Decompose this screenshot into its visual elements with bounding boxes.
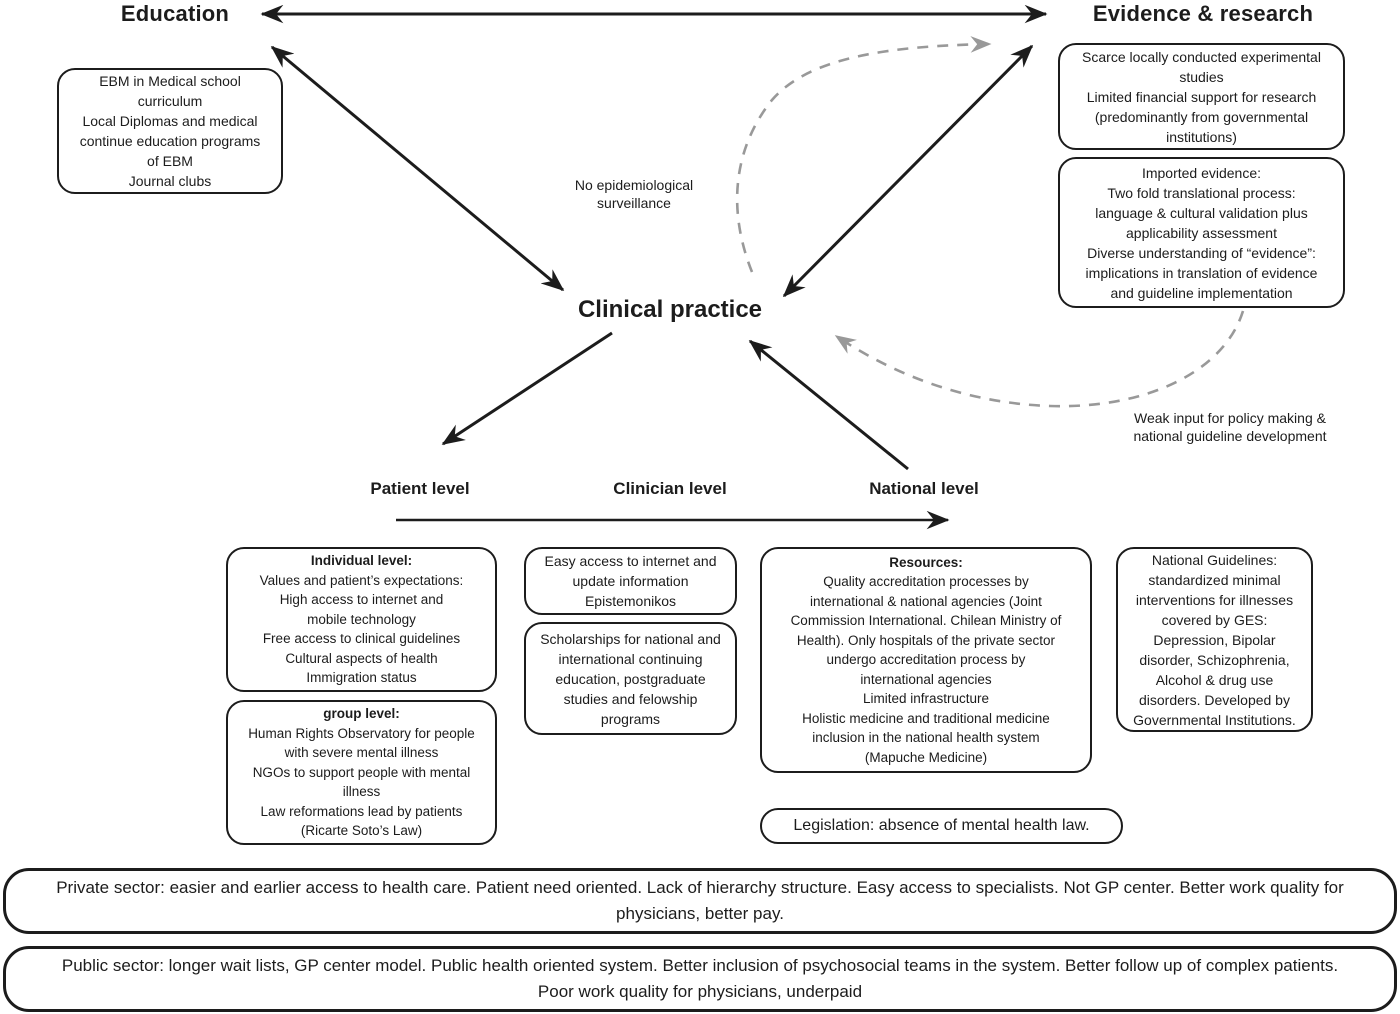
dashed-arrow-weak-input <box>834 310 1245 408</box>
arrow-education-clinical <box>270 45 565 292</box>
box-education-notes: EBM in Medical school curriculum Local D… <box>57 68 283 194</box>
box-scholarships-text: Scholarships for national and internatio… <box>540 630 721 727</box>
box-resources: Resources: Quality accreditation process… <box>760 547 1092 773</box>
box-education-notes-text: EBM in Medical school curriculum Local D… <box>79 73 261 189</box>
box-individual-level-title: Individual level: <box>310 553 413 569</box>
box-internet-access-text: Easy access to internet and update infor… <box>544 553 717 609</box>
node-evidence-research: Evidence & research <box>1092 1 1314 26</box>
box-scarce-evidence-text: Scarce locally conducted experimental st… <box>1082 48 1321 145</box>
node-education: Education <box>120 1 230 26</box>
label-no-epidemiological-surveillance: No epidemiological surveillance <box>574 177 694 211</box>
node-clinical-practice: Clinical practice <box>577 296 763 323</box>
box-scarce-evidence: Scarce locally conducted experimental st… <box>1058 43 1345 150</box>
box-imported-evidence: Imported evidence: Two fold translationa… <box>1058 157 1345 308</box>
box-scholarships: Scholarships for national and internatio… <box>524 622 737 735</box>
box-legislation: Legislation: absence of mental health la… <box>760 808 1123 844</box>
arrow-clinical-to-patient-level <box>441 331 613 446</box>
box-public-sector: Public sector: longer wait lists, GP cen… <box>3 946 1397 1012</box>
box-resources-text: Quality accreditation processes by inter… <box>790 574 1062 765</box>
box-national-guidelines: National Guidelines: standardized minima… <box>1116 547 1313 732</box>
dashed-arrow-no-surveillance <box>735 36 992 273</box>
box-legislation-text: Legislation: absence of mental health la… <box>793 817 1090 834</box>
box-national-guidelines-text: National Guidelines: standardized minima… <box>1133 551 1296 728</box>
label-patient-level: Patient level <box>370 479 470 498</box>
box-group-level-text: Human Rights Observatory for people with… <box>248 725 475 839</box>
box-imported-evidence-text: Imported evidence: Two fold translationa… <box>1085 164 1318 301</box>
box-individual-level: Individual level: Values and patient’s e… <box>226 547 497 692</box>
box-resources-title: Resources: <box>889 554 963 570</box>
box-private-sector-text: Private sector: easier and earlier acces… <box>56 878 1344 923</box>
arrow-evidence-clinical <box>782 44 1034 298</box>
box-individual-level-text: Values and patient’s expectations: High … <box>259 572 464 686</box>
label-national-level: National level <box>869 479 979 498</box>
arrow-national-level-to-clinical <box>748 339 909 471</box>
box-public-sector-text: Public sector: longer wait lists, GP cen… <box>61 956 1339 1001</box>
label-clinician-level: Clinician level <box>613 479 727 498</box>
box-internet-access: Easy access to internet and update infor… <box>524 547 737 615</box>
box-group-level-title: group level: <box>323 706 400 722</box>
label-weak-input-policy: Weak input for policy making & national … <box>1133 410 1327 444</box>
box-private-sector: Private sector: easier and earlier acces… <box>3 868 1397 934</box>
box-group-level: group level: Human Rights Observatory fo… <box>226 700 497 845</box>
